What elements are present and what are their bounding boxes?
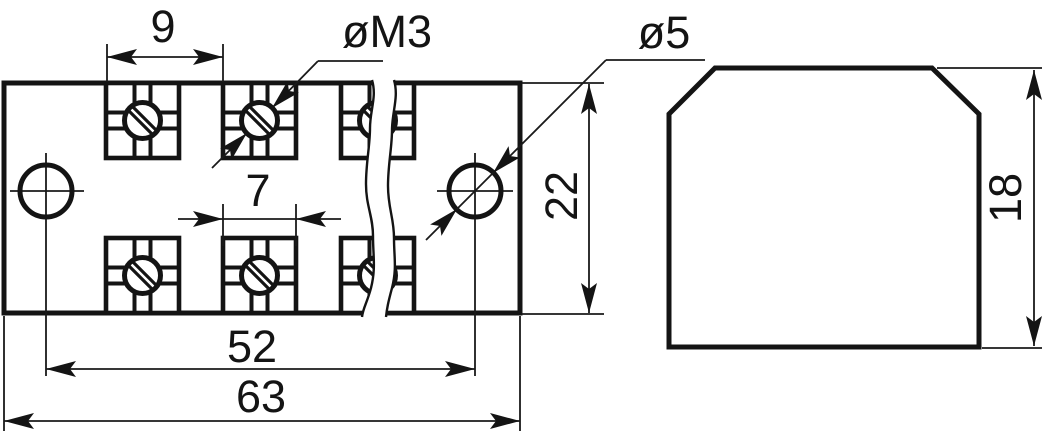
dimension-side-height-18: 18: [937, 67, 1042, 349]
callout-hole-5: ø5: [425, 7, 705, 241]
hole-circle: [446, 162, 504, 220]
dimension-spacing-label: 52: [227, 321, 277, 372]
hole-label: ø5: [638, 7, 691, 58]
terminal-bottom-2: [223, 238, 296, 313]
mounting-hole-right: [437, 153, 513, 376]
terminal-bottom-1: [106, 238, 179, 313]
callout-thread-M3: øM3: [211, 6, 432, 169]
dimension-pitch-9: 9: [106, 1, 224, 82]
dimension-pitch-label: 9: [150, 1, 175, 52]
thread-label: øM3: [342, 6, 432, 57]
hole-circle: [17, 162, 75, 220]
dimension-height-22: 22: [522, 82, 604, 315]
mounting-hole-left: [10, 153, 84, 376]
dimension-height-label: 22: [536, 171, 587, 221]
break-line: [360, 79, 397, 318]
dimension-hole-spacing-52: 52: [46, 321, 475, 377]
terminal-top-1: [106, 83, 179, 158]
dimension-overall-label: 63: [236, 371, 286, 422]
dimension-overall-63: 63: [3, 316, 521, 431]
dimension-terminal-width-7: 7: [178, 165, 341, 246]
dimension-width-label: 7: [245, 165, 270, 216]
dimension-side-height-label: 18: [980, 173, 1031, 223]
side-view: [666, 65, 982, 350]
side-view-outline: [666, 65, 982, 350]
